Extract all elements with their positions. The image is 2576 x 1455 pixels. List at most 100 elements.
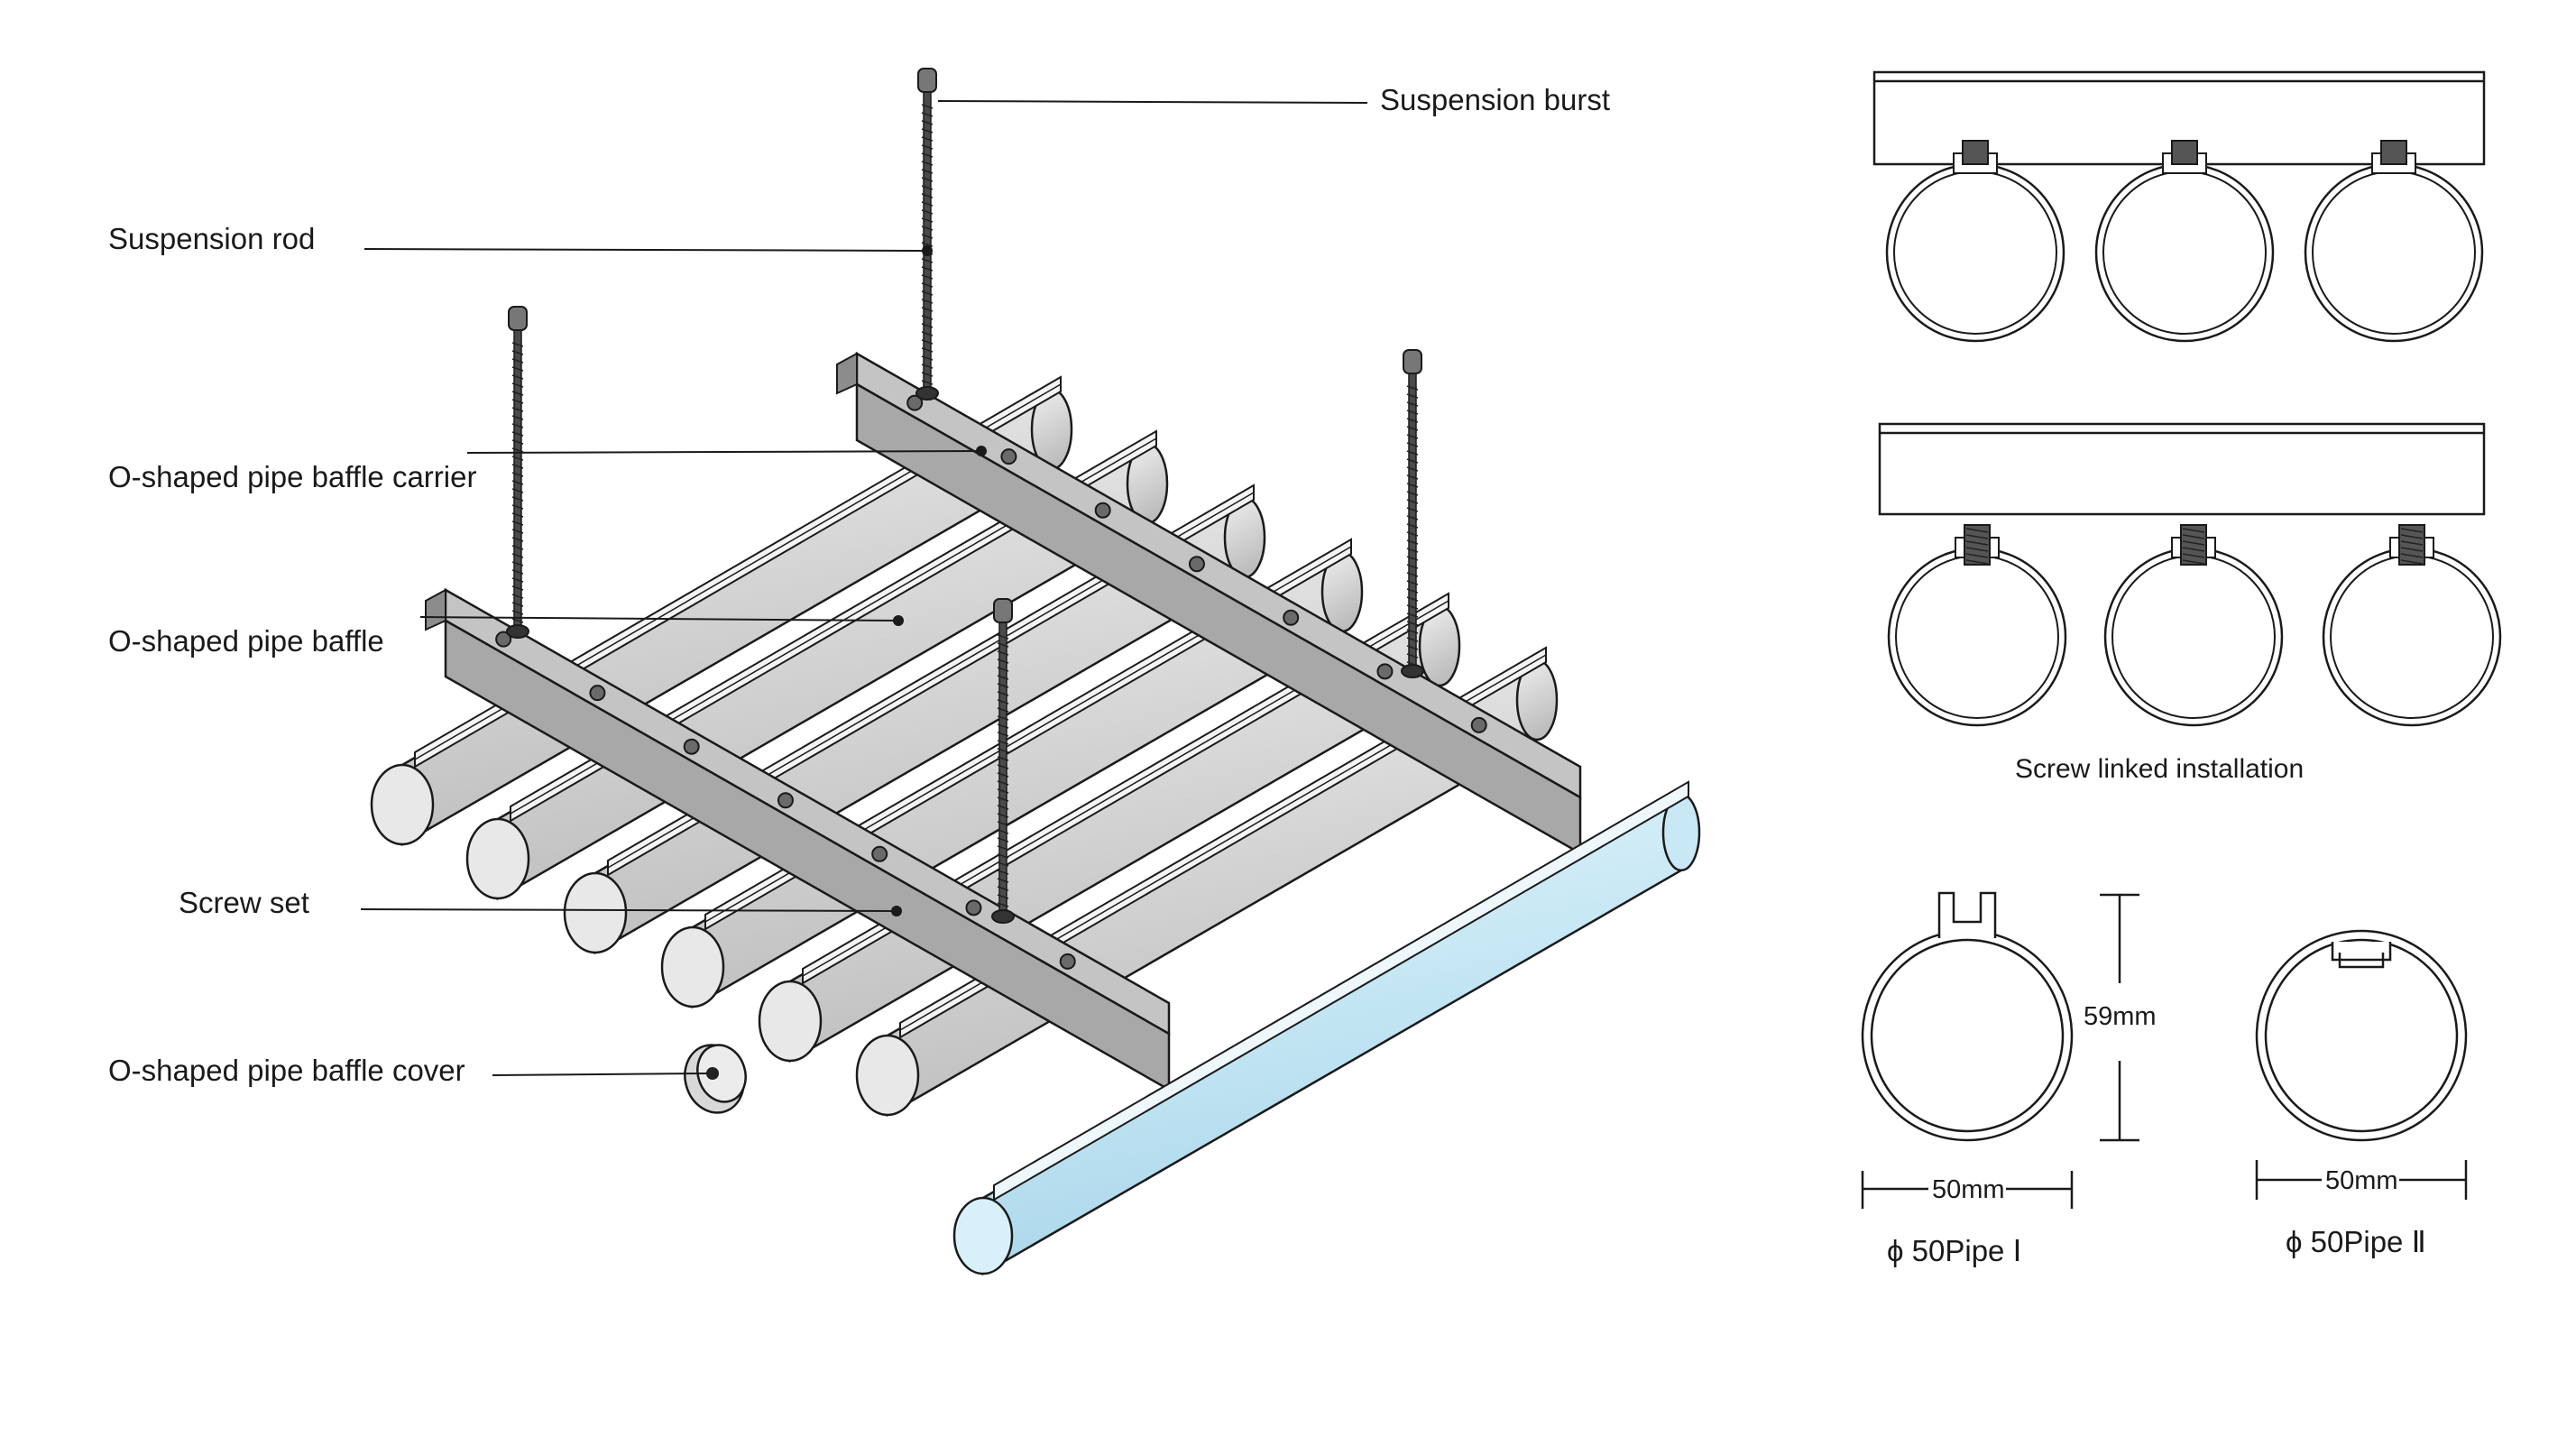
rod-thread [511,480,524,485]
pipe2-width-dimension: 50mm [2325,1166,2398,1195]
rod-thread [511,342,524,347]
rod-thread [997,658,1009,664]
rod-thread [997,829,1009,834]
rod-thread [997,740,1009,745]
blue-pipe-rail [993,780,1689,1202]
rod-thread [921,104,934,109]
leader-dots [891,245,987,916]
section-screw-thread [2400,534,2424,539]
pipe1-height-dimension: 59mm [2084,1002,2157,1031]
suspension-rod-main [915,68,939,401]
rod-thread [1406,434,1419,439]
screw-installation-detail [1878,422,2502,727]
rod-thread [997,667,1009,672]
rod-thread [511,399,524,404]
rod-thread [1406,588,1419,594]
rod-thread [921,299,934,304]
suspension-burst-clip [1403,349,1422,374]
rod-thread [511,382,524,388]
pipe-near-end [370,763,435,846]
rod-thread [1406,548,1419,553]
rod-thread [511,456,524,461]
section-screw-thread [1965,534,1989,539]
rod-thread [1406,393,1419,399]
rod-thread [921,226,934,231]
carrier-screw [965,899,982,916]
rod-thread [921,234,934,239]
rod-thread [511,577,524,583]
rod-thread [511,537,524,542]
section-screw-thread [2400,528,2424,533]
section-pipe-inner [2330,555,2494,719]
baffle-carrier-group [425,351,1582,1092]
rod-thread [997,797,1009,802]
pipe-near-end [563,871,628,954]
section-screw-thread [2182,540,2205,546]
rod-thread [511,431,524,437]
pipe-near-end [855,1034,920,1117]
rod-thread [1406,466,1419,472]
rod-thread [997,756,1009,761]
carrier-screw [683,738,700,755]
suspension-rod-front [991,598,1015,924]
section-screw-thread [2400,553,2424,558]
rod-nut [506,624,529,639]
rod-thread [1406,410,1419,415]
rod-thread [1406,629,1419,634]
rod-thread [511,472,524,477]
label-suspension-rod: Suspension rod [108,222,315,255]
pipe-near-end [660,925,725,1008]
rod-thread [997,772,1009,778]
rod-thread [921,380,934,385]
pipe-near-end [465,817,530,900]
carrier-screw [589,685,606,702]
rod-thread [1406,612,1419,618]
rod-thread [921,331,934,336]
section-screw-thread [2182,559,2205,565]
label-baffle-cover: O-shaped pipe baffle cover [108,1054,465,1087]
rod-thread [1406,401,1419,407]
rod-thread [511,350,524,355]
rod-thread [511,391,524,396]
rod-thread [997,650,1009,656]
rod-thread [1406,645,1419,650]
rod-thread [997,715,1009,721]
rod-thread [921,323,934,328]
label-screw-set: Screw set [179,886,309,919]
rod-thread [511,602,524,607]
rod-thread [997,902,1009,907]
rod-thread [1406,637,1419,642]
section-screw [1962,140,1989,165]
rod-thread [997,894,1009,899]
baffle-cover-disc [684,1044,747,1114]
section-screw-thread [2182,534,2205,539]
rod-thread [997,764,1009,769]
rod-thread [921,169,934,174]
rod-thread [511,366,524,372]
carrier-screw [495,631,512,648]
pipe-near-end [758,980,823,1063]
rod-thread [921,209,934,215]
rod-thread [511,618,524,623]
rod-thread [511,504,524,510]
section-pipe-3 [2304,140,2484,343]
rod-thread [997,845,1009,851]
rod-nut [915,386,939,401]
rod-thread [511,610,524,615]
rod-thread [997,813,1009,818]
section-pipe-inner [2111,555,2276,719]
rod-thread [511,553,524,558]
rod-thread [921,372,934,377]
section-screw-thread [1965,528,1989,533]
rod-thread [511,488,524,493]
carrier-screw [1470,716,1487,733]
pipe1-name: ϕ 50Pipe Ⅰ [1887,1234,2021,1267]
rod-thread [921,193,934,198]
baffle-carrier-back [836,351,1582,856]
rod-thread [921,120,934,125]
rod-thread [1406,531,1419,537]
pipe2-name: ϕ 50Pipe Ⅱ [2286,1225,2426,1258]
suspension-rod-group [506,68,1424,924]
section-pipe-2 [2103,524,2284,727]
section-pipe-inner [1893,170,2057,335]
